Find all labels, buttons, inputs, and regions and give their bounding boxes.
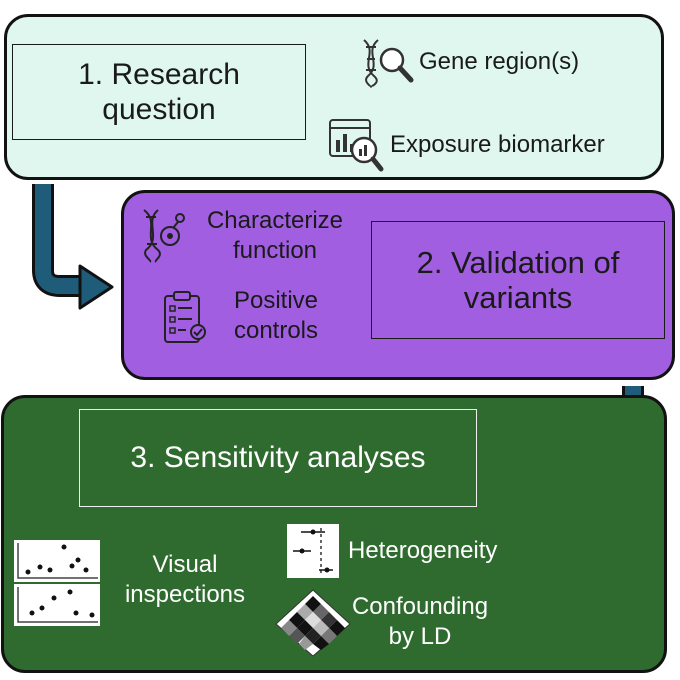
characterize-function-label: Characterize function: [192, 206, 358, 266]
forest-plot-icon: [287, 524, 339, 578]
heterogeneity-label: Heterogeneity: [348, 537, 498, 564]
dna-search-icon: [363, 39, 414, 88]
characterize-line1: Characterize: [206, 207, 344, 234]
gene-region-label: Gene region(s): [419, 48, 580, 75]
validation-line1: 2. Validation of: [416, 245, 620, 280]
sensitivity-analyses-box: 3. Sensitivity analyses: [79, 409, 477, 507]
scatter-plot-icon: [14, 540, 100, 626]
research-question-line2: question: [102, 93, 216, 126]
confounding-line1: Confounding: [351, 593, 489, 620]
research-question-line1: 1. Research: [78, 58, 240, 91]
positive-line2: controls: [233, 317, 319, 344]
validation-line2: variants: [463, 280, 573, 315]
positive-controls-label: Positive controls: [214, 286, 338, 346]
dna-molecule-icon: [143, 209, 185, 263]
exposure-biomarker-label: Exposure biomarker: [390, 131, 605, 158]
validation-of-variants-box: 2. Validation of variants: [371, 221, 665, 339]
research-question-box: 1. Research question: [12, 44, 306, 140]
arrow-1-to-2: [32, 184, 114, 310]
ld-heatmap-icon: [275, 589, 351, 657]
visual-inspections-label: Visual inspections: [104, 550, 266, 610]
positive-line1: Positive: [233, 287, 319, 314]
visual-line2: inspections: [124, 581, 246, 608]
clipboard-checklist-icon: [164, 291, 206, 343]
chart-magnifier-icon: [329, 119, 384, 172]
confounding-line2: by LD: [388, 623, 452, 650]
confounding-by-ld-label: Confounding by LD: [350, 592, 490, 652]
visual-line1: Visual: [152, 551, 218, 578]
characterize-line2: function: [232, 237, 318, 264]
sensitivity-analyses-title: 3. Sensitivity analyses: [130, 441, 426, 474]
